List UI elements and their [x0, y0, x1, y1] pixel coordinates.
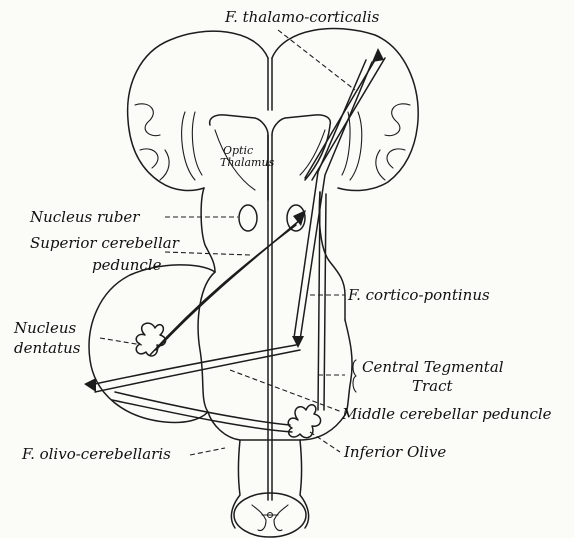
label-f-cortico-pontinus: F. cortico-pontinus [347, 286, 490, 304]
right-sulcus-1 [385, 104, 410, 136]
label-peduncle: peduncle [92, 256, 162, 274]
leader-olivo-cerebellaris [190, 448, 225, 455]
midbrain-right-wall [319, 192, 345, 320]
left-sulcus-1 [135, 104, 160, 136]
leader-superior-cerebellar [165, 252, 250, 255]
left-sulcus-2 [140, 149, 169, 180]
label-middle-cerebellar-peduncle: Middle cerebellar peduncle [341, 405, 552, 423]
olivo-cerebellar-fiber [112, 392, 292, 432]
right-sulcus-2 [376, 149, 405, 180]
midline-tract [268, 135, 272, 500]
label-f-olivo-cerebellaris: F. olivo-cerebellaris [21, 445, 171, 463]
label-tract: Tract [412, 377, 454, 395]
label-nucleus-ruber: Nucleus ruber [29, 208, 140, 226]
label-inferior-olive: Inferior Olive [343, 443, 446, 461]
label-superior-cerebellar: Superior cerebellar [30, 234, 180, 252]
label-dentatus: dentatus [14, 339, 81, 357]
longitudinal-fissure [268, 58, 272, 110]
label-nucleus: Nucleus [13, 319, 77, 337]
thalamo-cortical-arrow [372, 48, 384, 62]
leader-inferior-olive [310, 432, 340, 452]
right-ventricle-horn [342, 112, 362, 180]
central-tegmental-bracket [353, 360, 356, 392]
cerebellum-outline [89, 265, 215, 423]
label-central-tegmental: Central Tegmental [362, 358, 504, 376]
label-f-thalamo-corticalis: F. thalamo-corticalis [224, 8, 380, 26]
nucleus-dentatus [136, 323, 165, 356]
leader-middle-cerebellar [230, 370, 342, 412]
middle-cerebellar-arrow [84, 378, 96, 392]
midbrain-left-wall [201, 188, 215, 272]
central-tegmental-fiber [318, 192, 326, 410]
inferior-olive [288, 405, 320, 438]
cortico-pontine-arrow [292, 336, 304, 348]
nucleus-ruber-left [239, 205, 257, 231]
pons-right [345, 320, 352, 415]
thalamo-cortical-fiber [305, 55, 385, 180]
left-ventricle-horn [182, 112, 202, 180]
label-thalamus: Thalamus [220, 156, 275, 169]
